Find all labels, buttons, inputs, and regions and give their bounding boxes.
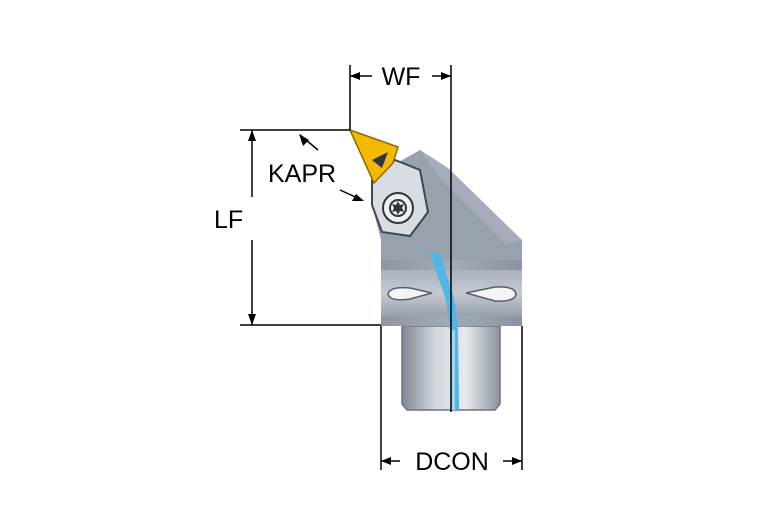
wf-label: WF: [382, 63, 421, 91]
kapr-label: KAPR: [268, 160, 336, 188]
dimension-lines: [240, 65, 523, 470]
cutting-insert: [348, 128, 399, 185]
dcon-label: DCON: [415, 448, 489, 476]
left-slot: [387, 286, 433, 301]
right-slot: [465, 286, 517, 302]
arrowheads: [248, 72, 522, 465]
tool-body: [348, 128, 522, 411]
lf-label: LF: [214, 206, 243, 234]
torx-icon: [392, 201, 404, 215]
